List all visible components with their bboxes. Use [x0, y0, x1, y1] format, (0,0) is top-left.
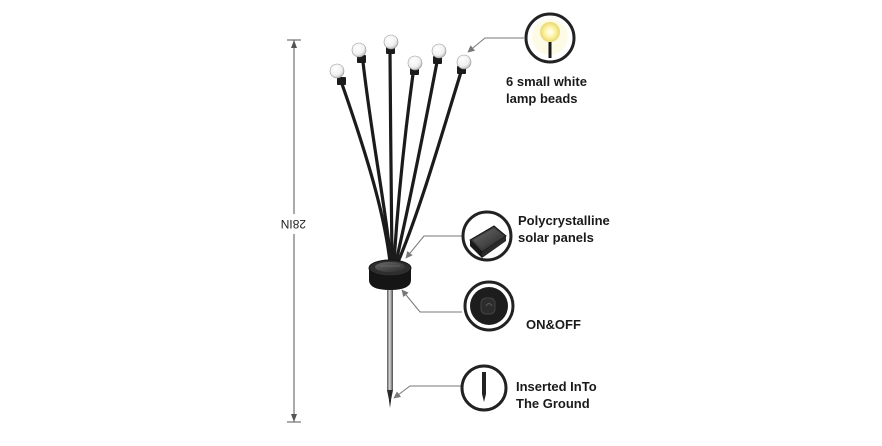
ground-stake-label: Inserted InTo The Ground: [516, 378, 597, 412]
ground-stake-icon: [460, 364, 508, 412]
arrow-ground-stake: [393, 385, 462, 399]
solar-panels-label-line1: Polycrystalline: [518, 213, 610, 228]
arrow-switch: [401, 289, 462, 313]
stem-1: [340, 82, 392, 264]
lamp-bead-1: [329, 63, 346, 85]
solar-base: [368, 259, 412, 290]
stem-3: [388, 50, 394, 264]
lamp-beads-label: 6 small white lamp beads: [506, 73, 587, 107]
lamp-bead-5: [431, 43, 447, 64]
solar-panels-label: Polycrystalline solar panels: [518, 212, 610, 246]
lamp-bead-3: [383, 34, 399, 54]
switch-label-line1: ON&OFF: [526, 317, 581, 332]
dimension-arrow-top: [291, 40, 297, 48]
height-dimension: [286, 39, 302, 423]
lamp-bead-6: [456, 54, 472, 74]
stem-6: [396, 70, 463, 264]
solar-panels-label-line2: solar panels: [518, 230, 594, 245]
switch-label: ON&OFF: [526, 316, 581, 333]
dimension-label-gap: [286, 214, 302, 234]
lamp-bead-4: [407, 55, 423, 75]
stem-2: [361, 60, 393, 264]
callout-arrows: [393, 37, 524, 399]
ground-pole: [387, 290, 393, 408]
height-label: 28IN: [280, 217, 306, 231]
lamp-bead-2: [351, 42, 367, 63]
solar-panel-icon: [461, 210, 513, 262]
ground-stake-label-line1: Inserted InTo: [516, 379, 597, 394]
stem-4: [392, 72, 415, 264]
ground-stake-label-line2: The Ground: [516, 396, 590, 411]
power-switch-icon: [463, 280, 515, 332]
glowing-bulb-icon: [524, 12, 576, 64]
light-stems: [340, 50, 463, 264]
dimension-arrow-bottom: [291, 414, 297, 422]
lamp-beads-label-line1: 6 small white: [506, 74, 587, 89]
lamp-beads: [329, 34, 472, 85]
arrow-lamp-beads: [467, 37, 524, 53]
arrow-solar-panels: [405, 235, 462, 259]
lamp-beads-label-line2: lamp beads: [506, 91, 578, 106]
stem-5: [394, 60, 439, 264]
